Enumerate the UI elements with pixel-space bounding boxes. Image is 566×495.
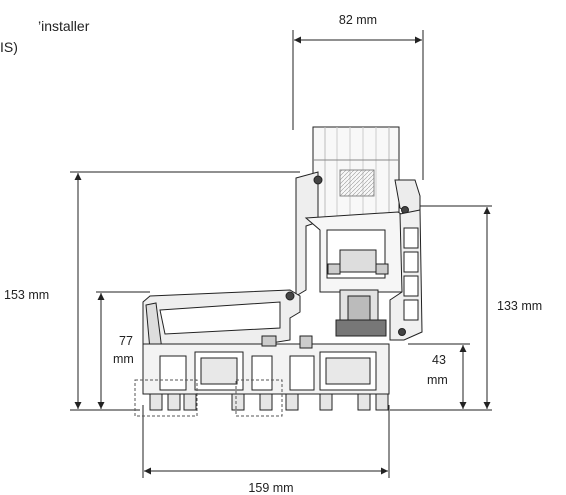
sill-left <box>142 289 301 351</box>
label-bottom-width: 159 mm <box>248 481 293 495</box>
label-top-width: 82 mm <box>339 13 377 27</box>
label-left-height: 153 mm <box>4 288 49 302</box>
label-inner-left-unit: mm <box>113 352 134 366</box>
caption-line-2: IS) <box>0 39 18 55</box>
profile-drawing <box>134 126 423 417</box>
sill-feet <box>134 379 389 417</box>
label-right-height: 133 mm <box>497 299 542 313</box>
caption-text: ’installer IS) <box>0 16 89 58</box>
frame-right <box>389 209 423 341</box>
label-inner-right-value: 43 <box>432 353 446 367</box>
label-inner-left-value: 77 <box>119 334 133 348</box>
dimension-labels: 82 mm 153 mm 77 mm 133 mm 43 mm 159 mm <box>4 13 542 495</box>
dimension-lines <box>70 30 492 478</box>
glass-pane <box>312 126 400 220</box>
sill-frame <box>142 335 390 395</box>
label-inner-right-unit: mm <box>427 373 448 387</box>
caption-line-1: ’installer <box>38 18 90 34</box>
sash-hardware <box>327 249 389 337</box>
